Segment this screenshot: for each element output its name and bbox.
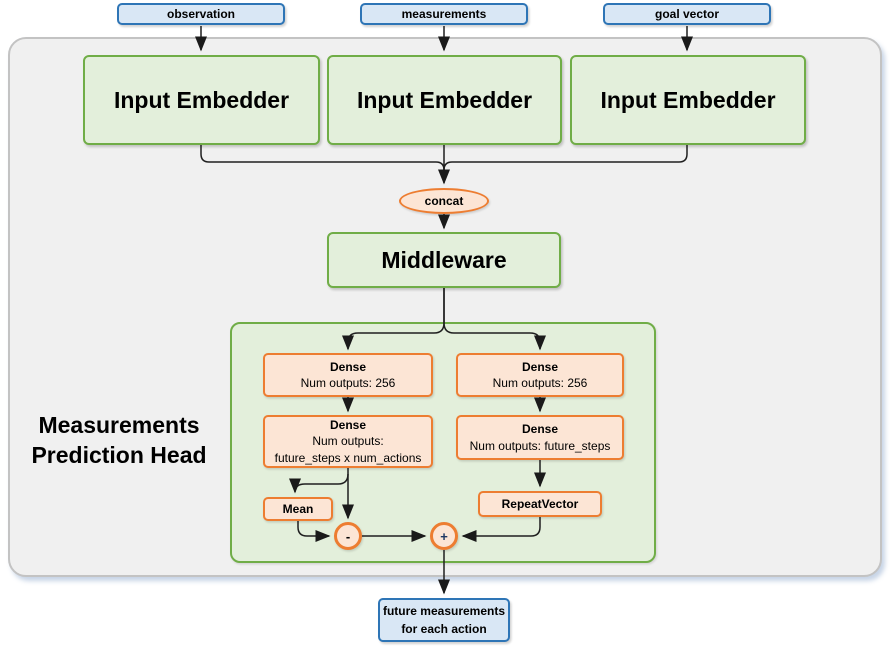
mean-node: Mean <box>263 497 333 521</box>
prediction-head-label-line1: Measurements <box>38 412 200 438</box>
dense-subtitle: Num outputs: <box>312 434 384 449</box>
prediction-head-label: Measurements Prediction Head <box>14 410 224 471</box>
dense-title: Dense <box>329 418 367 433</box>
input-node-goal-vector: goal vector <box>603 3 771 25</box>
input-embedder-measurements: Input Embedder <box>327 55 562 145</box>
output-line1: future measurements <box>382 604 506 618</box>
prediction-head-label-line2: Prediction Head <box>31 442 207 469</box>
input-node-observation: observation <box>117 3 285 25</box>
dense-subtitle2: future_steps x num_actions <box>274 450 422 465</box>
dense-expectation-256: Dense Num outputs: 256 <box>263 353 433 397</box>
add-op-node: + <box>430 522 458 550</box>
dense-title: Dense <box>521 422 559 437</box>
middleware-node: Middleware <box>327 232 561 288</box>
dense-future-steps-num-actions: Dense Num outputs: future_steps x num_ac… <box>263 415 433 468</box>
output-line2: for each action <box>401 622 487 636</box>
repeat-vector-node: RepeatVector <box>478 491 602 517</box>
dense-title: Dense <box>329 359 367 374</box>
dense-subtitle: Num outputs: 256 <box>492 376 588 390</box>
dense-subtitle: Num outputs: future_steps <box>469 438 611 453</box>
concat-node: concat <box>399 188 489 214</box>
input-embedder-goal-vector: Input Embedder <box>570 55 806 145</box>
input-node-measurements: measurements <box>360 3 528 25</box>
dense-subtitle: Num outputs: 256 <box>300 376 396 390</box>
output-node-future-measurements: future measurements for each action <box>378 598 510 642</box>
dense-action-256: Dense Num outputs: 256 <box>456 353 624 397</box>
input-embedder-observation: Input Embedder <box>83 55 320 145</box>
dense-future-steps: Dense Num outputs: future_steps <box>456 415 624 460</box>
subtract-op-node: - <box>334 522 362 550</box>
dense-title: Dense <box>521 359 559 374</box>
